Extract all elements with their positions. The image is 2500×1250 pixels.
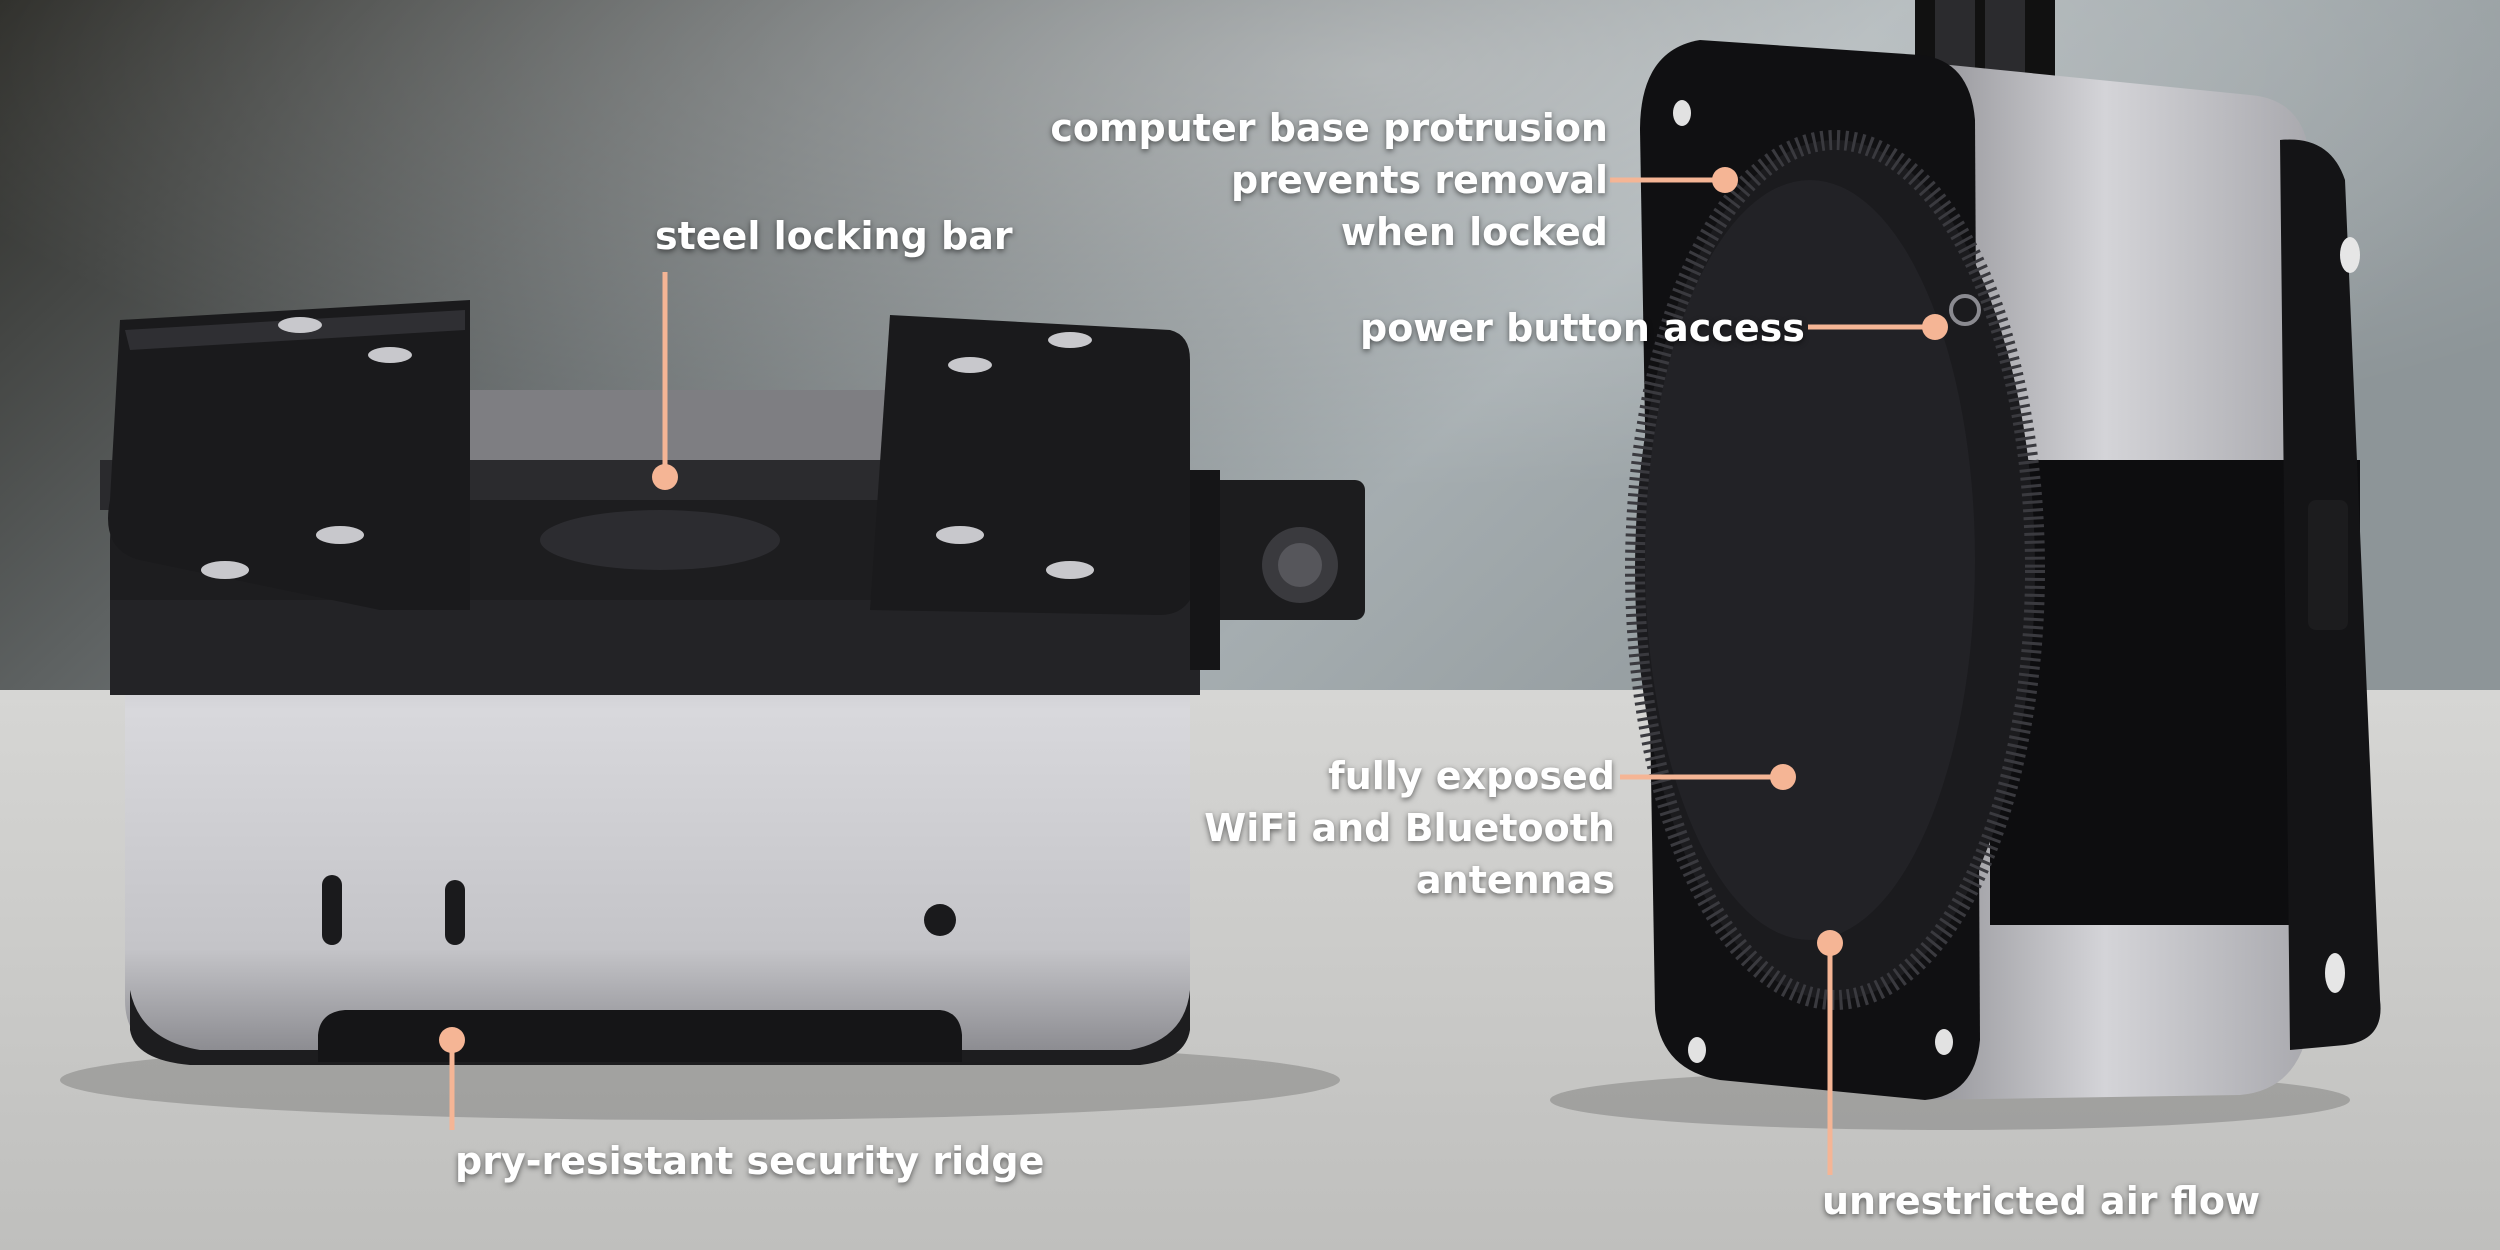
callout-base-protrusion-line1: computer base protrusion xyxy=(1050,106,1608,150)
callout-steel-locking-bar: steel locking bar xyxy=(655,214,1013,258)
right-mac-mini-lock xyxy=(1625,0,2381,1100)
callout-antennas-line3: antennas xyxy=(1416,858,1615,902)
callout-antennas-line2: WiFi and Bluetooth xyxy=(1204,806,1615,850)
callout-base-protrusion: computer base protrusion prevents remova… xyxy=(1050,102,1608,258)
callout-pry-resistant-ridge: pry-resistant security ridge xyxy=(455,1139,1045,1183)
callout-antennas: fully exposed WiFi and Bluetooth antenna… xyxy=(1204,750,1615,906)
callout-power-button-access: power button access xyxy=(1360,306,1805,350)
callout-base-protrusion-line2: prevents removal xyxy=(1231,158,1608,202)
callout-air-flow: unrestricted air flow xyxy=(1822,1179,2261,1223)
callout-base-protrusion-line3: when locked xyxy=(1340,210,1608,254)
callout-antennas-line1: fully exposed xyxy=(1328,754,1615,798)
callout-markers xyxy=(439,167,1948,1175)
left-mac-mini-lock xyxy=(100,300,1365,1065)
